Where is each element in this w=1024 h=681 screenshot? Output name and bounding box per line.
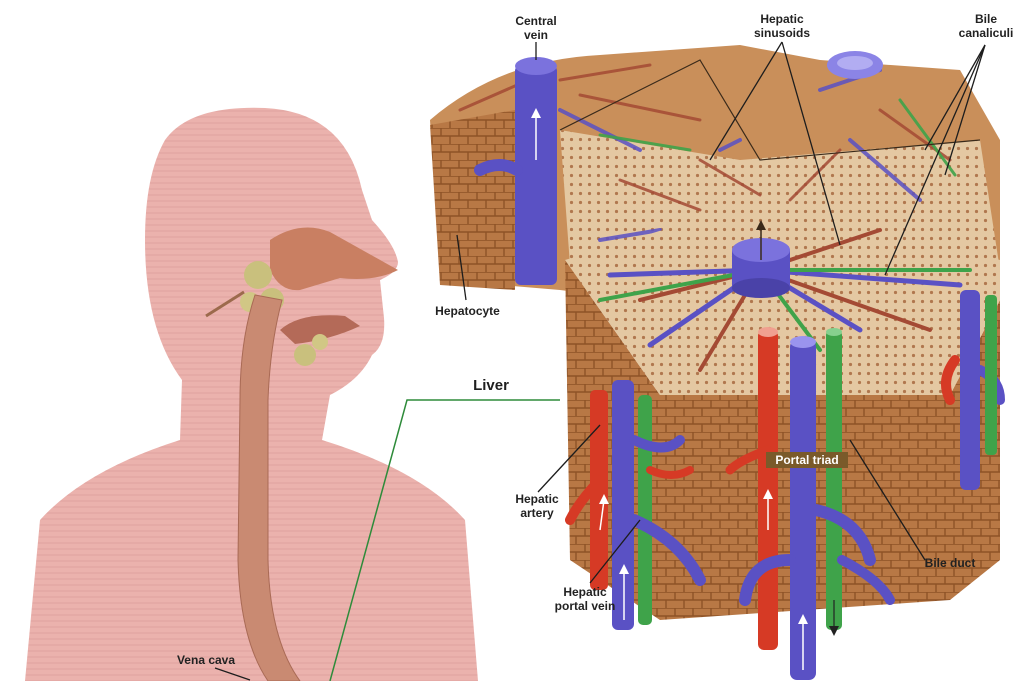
- liver-lobule-block: [565, 200, 1000, 680]
- label-liver: Liver: [462, 377, 520, 394]
- label-central-vein: Central vein: [505, 14, 567, 42]
- label-hepatic-sinusoids: Hepatic sinusoids: [740, 12, 824, 40]
- label-hepatic-portal-vein: Hepatic portal vein: [542, 585, 628, 613]
- label-portal-triad: Portal triad: [766, 452, 848, 468]
- label-hepatocyte: Hepatocyte: [425, 304, 510, 318]
- label-bile-canaliculi: Bile canaliculi: [950, 12, 1022, 40]
- label-hepatic-artery: Hepatic artery: [505, 492, 569, 520]
- label-vena-cava: Vena cava: [166, 653, 246, 667]
- human-silhouette: [25, 108, 478, 681]
- label-bile-duct: Bile duct: [915, 556, 985, 570]
